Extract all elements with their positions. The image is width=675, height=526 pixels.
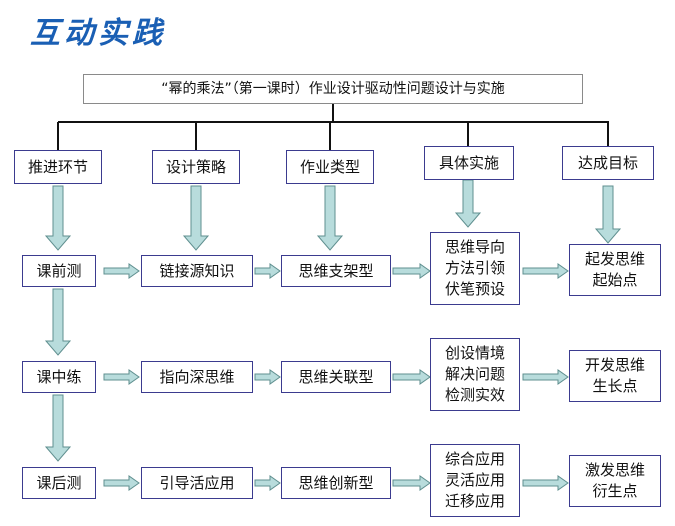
goal-box: 激发思维 衍生点 xyxy=(569,455,661,507)
right-arrow-icon xyxy=(103,263,140,279)
down-arrow-icon xyxy=(182,185,210,251)
header-strategy: 设计策略 xyxy=(152,150,240,184)
type-box: 思维支架型 xyxy=(281,255,391,287)
right-arrow-icon xyxy=(392,263,431,279)
right-arrow-icon xyxy=(392,369,431,385)
right-arrow-icon xyxy=(522,475,569,491)
strategy-box: 链接源知识 xyxy=(141,255,253,287)
implementation-box: 综合应用 灵活应用 迁移应用 xyxy=(430,444,520,517)
down-arrow-icon xyxy=(44,394,72,462)
stage-box: 课前测 xyxy=(22,255,96,287)
right-arrow-icon xyxy=(103,475,140,491)
right-arrow-icon xyxy=(254,475,281,491)
down-arrow-icon xyxy=(594,185,622,244)
right-arrow-icon xyxy=(522,263,569,279)
right-arrow-icon xyxy=(254,369,281,385)
stage-box: 课中练 xyxy=(22,361,96,393)
page-heading: 互动实践 xyxy=(30,16,166,51)
stage-box: 课后测 xyxy=(22,467,96,499)
down-arrow-icon xyxy=(454,179,482,228)
implementation-box: 创设情境 解决问题 检测实效 xyxy=(430,338,520,411)
right-arrow-icon xyxy=(254,263,281,279)
goal-box: 起发思维 起始点 xyxy=(569,244,661,296)
down-arrow-icon xyxy=(44,288,72,356)
right-arrow-icon xyxy=(392,475,431,491)
implementation-box: 思维导向 方法引领 伏笔预设 xyxy=(430,232,520,305)
goal-box: 开发思维 生长点 xyxy=(569,350,661,402)
down-arrow-icon xyxy=(44,185,72,251)
type-box: 思维创新型 xyxy=(281,467,391,499)
header-stage: 推进环节 xyxy=(14,150,102,184)
header-implementation: 具体实施 xyxy=(424,146,514,180)
header-type: 作业类型 xyxy=(286,150,374,184)
diagram-title: “幂的乘法”（第一课时）作业设计驱动性问题设计与实施 xyxy=(83,74,583,104)
type-box: 思维关联型 xyxy=(281,361,391,393)
down-arrow-icon xyxy=(316,185,344,251)
strategy-box: 指向深思维 xyxy=(141,361,253,393)
right-arrow-icon xyxy=(522,369,569,385)
strategy-box: 引导活应用 xyxy=(141,467,253,499)
header-goal: 达成目标 xyxy=(562,146,654,180)
right-arrow-icon xyxy=(103,369,140,385)
